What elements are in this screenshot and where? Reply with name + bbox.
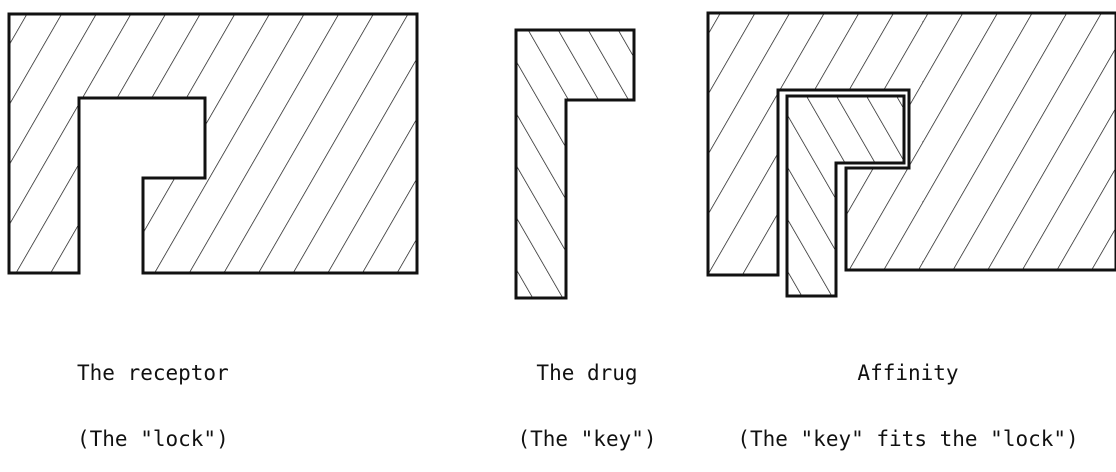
affinity-caption: Affinity (The "key" fits the "lock") [700,318,1116,472]
affinity-title: Affinity [700,362,1116,384]
affinity-receptor-shape [708,13,1116,275]
receptor-caption: The receptor (The "lock") [77,318,229,472]
drug-caption: The drug (The "key") [512,318,662,472]
drug-shape [516,30,634,298]
receptor-subtitle: (The "lock") [77,428,229,450]
receptor-shape [9,14,417,273]
drug-title: The drug [512,362,662,384]
affinity-subtitle: (The "key" fits the "lock") [700,428,1116,450]
receptor-title: The receptor [77,362,229,384]
drug-subtitle: (The "key") [512,428,662,450]
